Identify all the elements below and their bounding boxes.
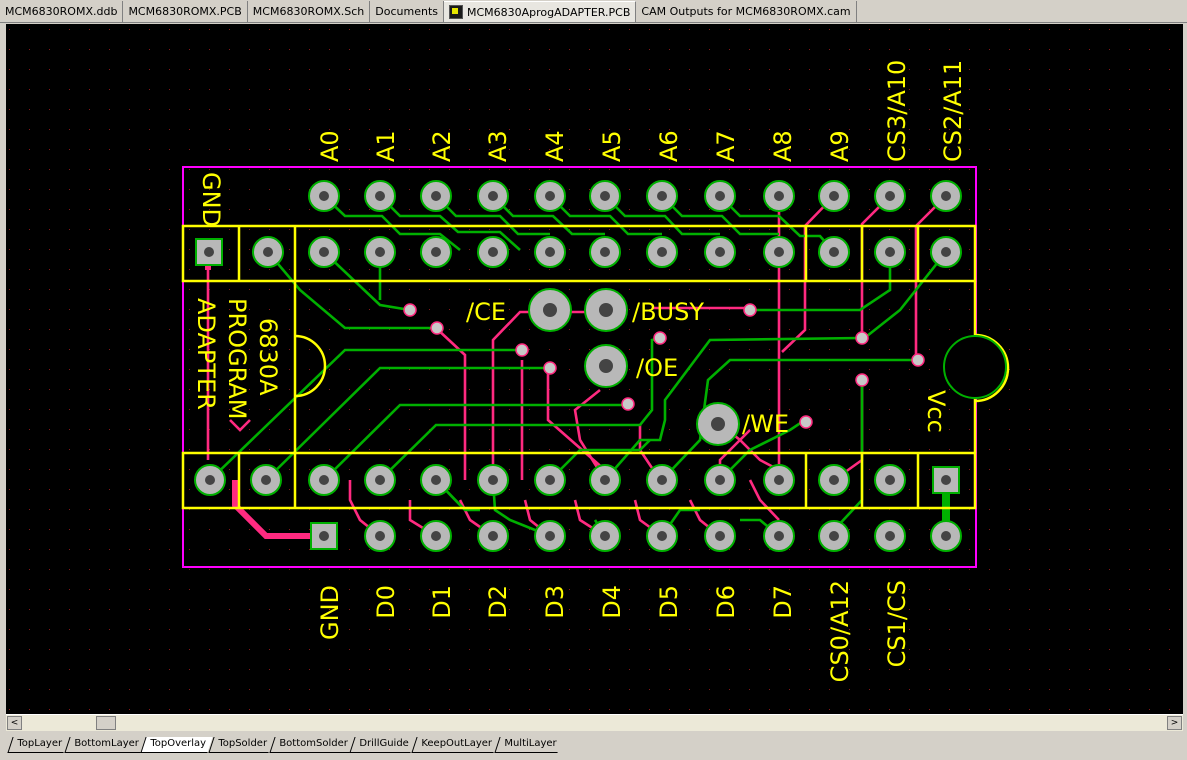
scrollbar-thumb[interactable]: [96, 716, 116, 730]
pin-label-a1: A1: [372, 130, 400, 162]
layer-tab-label: TopSolder: [218, 738, 268, 749]
adapter-title-line-1: 6830A: [254, 318, 282, 396]
pin-label-d7: D7: [769, 585, 797, 619]
tab-main-pcb[interactable]: MCM6830ROMX.PCB: [123, 1, 248, 22]
layer-tab-multilayer[interactable]: MultiLayer: [494, 737, 563, 753]
layer-tab-topsolder[interactable]: TopSolder: [208, 737, 274, 753]
tab-cam-outputs[interactable]: CAM Outputs for MCM6830ROMX.cam: [636, 1, 857, 22]
pin-label-a3: A3: [484, 130, 512, 162]
tab-label: MCM6830ROMX.Sch: [252, 5, 365, 18]
pin-label-cs0-a12: CS0/A12: [826, 580, 854, 682]
layer-tab-label: MultiLayer: [503, 738, 557, 749]
tab-schematic[interactable]: MCM6830ROMX.Sch: [247, 1, 371, 22]
tab-label: Documents: [375, 5, 438, 18]
layer-tab-drillguide[interactable]: DrillGuide: [349, 737, 416, 753]
layer-tab-topoverlay[interactable]: TopOverlay: [140, 737, 213, 753]
layer-tab-label: TopOverlay: [150, 738, 207, 749]
tab-label: MCM6830AprogADAPTER.PCB: [466, 5, 631, 19]
pin-label-a4: A4: [541, 130, 569, 162]
left-gnd-label: GND: [197, 172, 225, 227]
tab-label: MCM6830ROMX.ddb: [5, 5, 118, 18]
layer-tab-bar: TopLayer BottomLayer TopOverlay TopSolde…: [0, 733, 1187, 760]
pin-label-cs2-a11: CS2/A11: [939, 60, 967, 162]
pcb-canvas[interactable]: A0 A1 A2 A3 A4 A5 A6 A7 A8 A9 CS3/A10 CS…: [6, 24, 1183, 714]
layer-tab-bottomlayer[interactable]: BottomLayer: [64, 737, 145, 753]
tab-ddb[interactable]: MCM6830ROMX.ddb: [0, 1, 124, 22]
horizontal-scrollbar[interactable]: < >: [6, 714, 1183, 731]
document-tab-bar: MCM6830ROMX.ddb MCM6830ROMX.PCB MCM6830R…: [0, 0, 1187, 23]
scroll-left-button[interactable]: <: [7, 716, 22, 730]
layer-tab-keepoutlayer[interactable]: KeepOutLayer: [411, 737, 499, 753]
layer-tab-toplayer[interactable]: TopLayer: [7, 737, 69, 753]
layer-tab-label: BottomLayer: [74, 738, 139, 749]
pin-label-a8: A8: [769, 130, 797, 162]
pin-label-cs1-cs: CS1/CS: [883, 580, 911, 667]
pad-square[interactable]: [932, 466, 960, 494]
pin-label-d2: D2: [484, 585, 512, 619]
ce-label: /CE: [466, 298, 506, 326]
pin-label-cs3-a10: CS3/A10: [883, 60, 911, 162]
pad-rows: [194, 180, 962, 552]
layer-tab-label: DrillGuide: [359, 738, 410, 749]
scroll-right-button[interactable]: >: [1167, 716, 1182, 730]
pin-label-gnd: GND: [316, 585, 344, 640]
tab-label: MCM6830ROMX.PCB: [128, 5, 242, 18]
we-label: /WE: [742, 410, 789, 438]
layer-tab-bottomsolder[interactable]: BottomSolder: [269, 737, 354, 753]
pcb-document-icon: [448, 5, 463, 19]
pin-label-d5: D5: [655, 585, 683, 619]
layer-tab-label: BottomSolder: [279, 738, 348, 749]
tab-documents[interactable]: Documents: [370, 1, 444, 22]
pin-label-d3: D3: [541, 585, 569, 619]
chevron-left-icon: <: [10, 718, 19, 728]
layer-tab-label: TopLayer: [17, 738, 63, 749]
adapter-title-line-2: PROGRAM: [223, 298, 251, 419]
vias: [403, 303, 925, 429]
pin-label-d0: D0: [372, 585, 400, 619]
pad-square[interactable]: [195, 238, 223, 266]
pin-label-a0: A0: [316, 130, 344, 162]
pin-label-a5: A5: [598, 130, 626, 162]
adapter-title-line-3: ADAPTER: [192, 298, 220, 410]
pin-label-d6: D6: [712, 585, 740, 619]
tab-label: CAM Outputs for MCM6830ROMX.cam: [641, 5, 851, 18]
chevron-right-icon: >: [1170, 718, 1179, 728]
top-overlay: [181, 224, 977, 510]
pcb-board-view[interactable]: A0 A1 A2 A3 A4 A5 A6 A7 A8 A9 CS3/A10 CS…: [6, 24, 1183, 714]
pin-label-d1: D1: [428, 585, 456, 619]
oe-label: /OE: [636, 354, 678, 382]
layer-tab-label: KeepOutLayer: [421, 738, 492, 749]
pin-label-a9: A9: [826, 130, 854, 162]
pin-label-a6: A6: [655, 130, 683, 162]
tab-adapter-pcb[interactable]: MCM6830AprogADAPTER.PCB: [443, 1, 637, 22]
busy-label: /BUSY: [632, 298, 704, 326]
vcc-label: Vcc: [922, 390, 950, 433]
pin-label-a2: A2: [428, 130, 456, 162]
mounting-hole: [943, 335, 1007, 399]
pin-labels: A0 A1 A2 A3 A4 A5 A6 A7 A8 A9 CS3/A10 CS…: [192, 60, 967, 683]
pin-label-d4: D4: [598, 585, 626, 619]
pin-label-a7: A7: [712, 130, 740, 162]
